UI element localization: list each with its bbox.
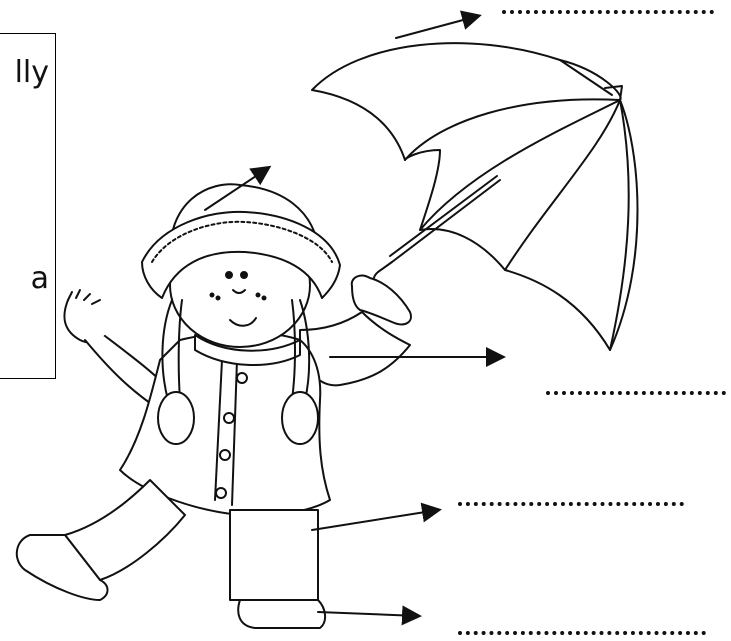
arrow-umbrella	[396, 16, 478, 38]
arrow-boots	[318, 612, 418, 616]
girl	[17, 184, 410, 628]
arrow-trousers	[312, 510, 438, 530]
umbrella	[312, 43, 638, 350]
